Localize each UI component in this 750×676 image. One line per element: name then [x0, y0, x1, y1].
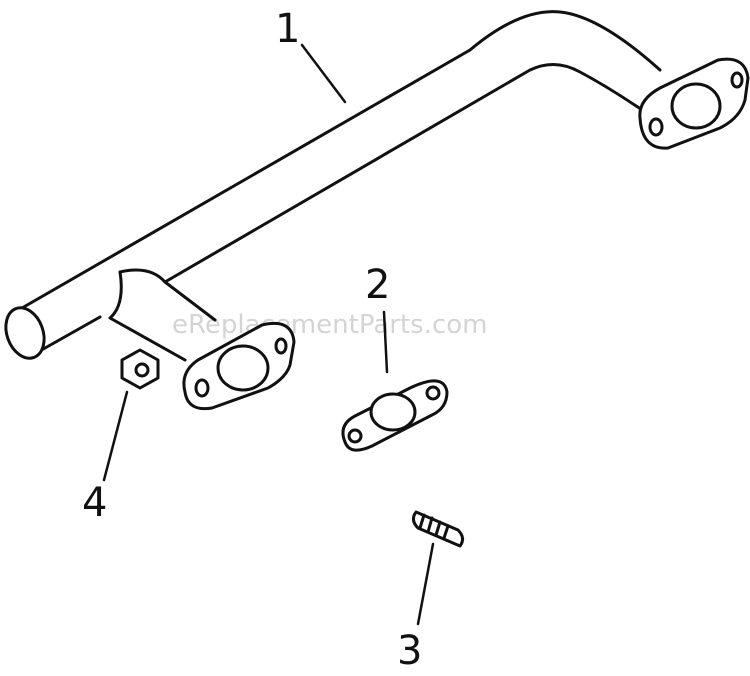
- exhaust-pipe-part: [4, 10, 750, 411]
- pipe-open-end: [4, 306, 46, 360]
- lower-flange-bolt-hole: [194, 378, 210, 398]
- callout-4: 4: [82, 480, 107, 526]
- nut-hole: [134, 362, 150, 378]
- gasket-port: [369, 392, 417, 432]
- leader-line-3: [416, 542, 435, 626]
- leader-line-2: [382, 310, 389, 374]
- gasket-part: [341, 379, 449, 452]
- upper-flange-bolt-hole-2: [730, 71, 744, 89]
- lower-flange-bolt-hole-2: [274, 337, 288, 355]
- gasket-bolt-hole: [347, 428, 363, 444]
- leader-line-1: [300, 43, 347, 104]
- lower-flange-port: [216, 344, 270, 392]
- callout-3: 3: [397, 628, 422, 674]
- callout-1: 1: [275, 6, 300, 52]
- pipe-upper-edge: [20, 10, 662, 310]
- gasket-bolt-hole-2: [425, 385, 441, 401]
- callout-2: 2: [365, 262, 390, 308]
- pipe-lower-edge: [36, 315, 102, 354]
- leader-line-4: [102, 390, 129, 482]
- pipe-branch-right: [118, 268, 217, 322]
- nut-part: [120, 348, 160, 390]
- watermark: eReplacementParts.com: [172, 310, 488, 340]
- stud-part: [411, 510, 465, 548]
- pipe-lower-edge-mid: [163, 63, 647, 284]
- upper-flange-port: [670, 82, 722, 130]
- upper-flange-bolt-hole: [648, 117, 664, 137]
- pipe-branch-left: [108, 270, 187, 362]
- stud-threads: [418, 513, 450, 540]
